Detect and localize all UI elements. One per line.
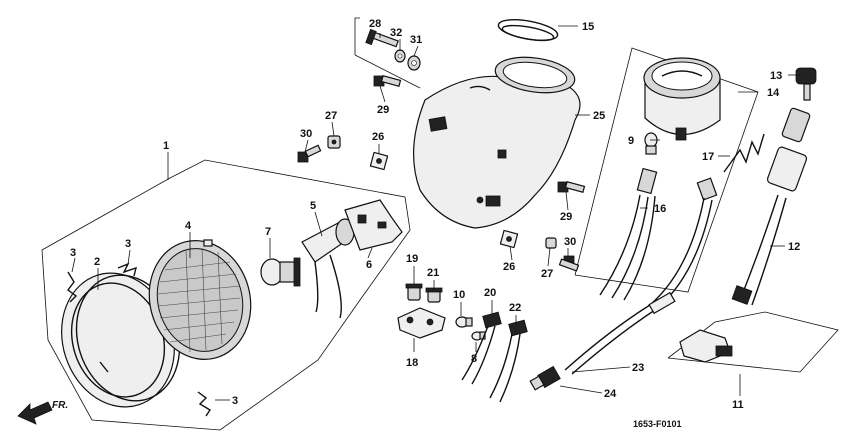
callout-3-bottom: 3 — [232, 395, 238, 407]
headlight-bulb[interactable] — [260, 257, 301, 287]
meter-light-wiring[interactable] — [599, 167, 658, 301]
callout-28: 28 — [369, 18, 381, 30]
ignition-key[interactable] — [795, 67, 817, 101]
callout-13: 13 — [770, 70, 782, 82]
cable-spring[interactable] — [723, 133, 765, 173]
indicator-panel-18[interactable] — [397, 307, 446, 339]
callout-7: 7 — [265, 226, 271, 238]
direction-label: FR. — [52, 400, 68, 411]
nut-26-mid[interactable] — [499, 229, 519, 249]
callout-27-mid: 27 — [541, 268, 553, 280]
nut-26-top[interactable] — [369, 151, 389, 171]
callout-29-mid: 29 — [560, 211, 572, 223]
callout-2: 2 — [94, 256, 100, 268]
callout-3-left: 3 — [70, 247, 76, 259]
callout-30-mid: 30 — [564, 236, 576, 248]
bulb-socket[interactable] — [301, 218, 355, 319]
callout-17: 17 — [702, 151, 714, 163]
indicator-bulb-10[interactable] — [455, 316, 473, 328]
callout-26-top: 26 — [372, 131, 384, 143]
callout-29-top: 29 — [377, 104, 389, 116]
bolt-29-top[interactable] — [373, 75, 402, 87]
rim-spring-clip-mid[interactable] — [117, 262, 137, 277]
callout-8: 8 — [471, 353, 477, 365]
arrow-icon — [17, 401, 53, 425]
bolt-group-bracket — [354, 17, 421, 89]
nut-27-mid[interactable] — [545, 237, 557, 249]
headlight-unit[interactable] — [136, 229, 264, 371]
indicator-socket-22[interactable] — [489, 319, 528, 403]
callout-labels: 1 2 3 3 3 4 5 6 7 8 9 10 11 12 13 14 15 … — [70, 18, 800, 411]
callout-24: 24 — [604, 388, 617, 400]
callout-23: 23 — [632, 362, 644, 374]
ignition-switch-outline — [667, 311, 839, 373]
switch-cover[interactable] — [679, 329, 733, 363]
callout-25: 25 — [593, 110, 605, 122]
headlight-case[interactable] — [413, 53, 581, 229]
indicator-socket-20[interactable] — [461, 311, 502, 385]
callout-30-top: 30 — [300, 128, 312, 140]
callout-21: 21 — [427, 267, 439, 279]
callout-18: 18 — [406, 357, 418, 369]
indicator-socket-19[interactable] — [405, 283, 423, 301]
rim-spring-clip-left[interactable] — [67, 271, 78, 303]
case-seal-ring[interactable] — [497, 16, 559, 44]
diagram-code: 1653-F0101 — [633, 419, 682, 429]
callout-31: 31 — [410, 34, 422, 46]
callout-11: 11 — [732, 399, 744, 411]
screw-30-top[interactable] — [297, 144, 322, 163]
leader-lines — [71, 25, 800, 401]
callout-6: 6 — [366, 259, 372, 271]
callout-14: 14 — [767, 87, 780, 99]
callout-3-mid: 3 — [125, 238, 131, 250]
washer-31[interactable] — [407, 55, 421, 71]
callout-5: 5 — [310, 200, 316, 212]
bolt-29-mid[interactable] — [557, 181, 586, 193]
callout-27-top: 27 — [325, 110, 337, 122]
speedometer-cable[interactable] — [529, 177, 718, 391]
headlight-assembly-outline — [41, 159, 411, 431]
front-direction-arrow: FR. — [17, 400, 68, 425]
callout-12: 12 — [788, 241, 800, 253]
callout-1: 1 — [163, 140, 169, 152]
callout-20: 20 — [484, 287, 496, 299]
ignition-switch[interactable] — [731, 107, 811, 306]
bolt-28[interactable] — [365, 28, 399, 48]
callout-15: 15 — [582, 21, 594, 33]
callout-26-mid: 26 — [503, 261, 515, 273]
meter-bulb[interactable] — [644, 132, 658, 155]
callout-19: 19 — [406, 253, 418, 265]
washer-32[interactable] — [394, 49, 406, 63]
callout-4: 4 — [185, 220, 192, 232]
nut-27-top[interactable] — [327, 135, 341, 149]
screw-30-mid[interactable] — [558, 255, 580, 272]
callout-9: 9 — [628, 135, 634, 147]
callout-22: 22 — [509, 302, 521, 314]
rim-spring-clip-bottom[interactable] — [197, 391, 211, 417]
socket-bracket[interactable] — [344, 199, 403, 251]
callout-32: 32 — [390, 27, 402, 39]
callout-16: 16 — [654, 203, 666, 215]
indicator-socket-21[interactable] — [425, 287, 443, 303]
speedometer[interactable] — [643, 57, 721, 141]
callout-10: 10 — [453, 289, 465, 301]
